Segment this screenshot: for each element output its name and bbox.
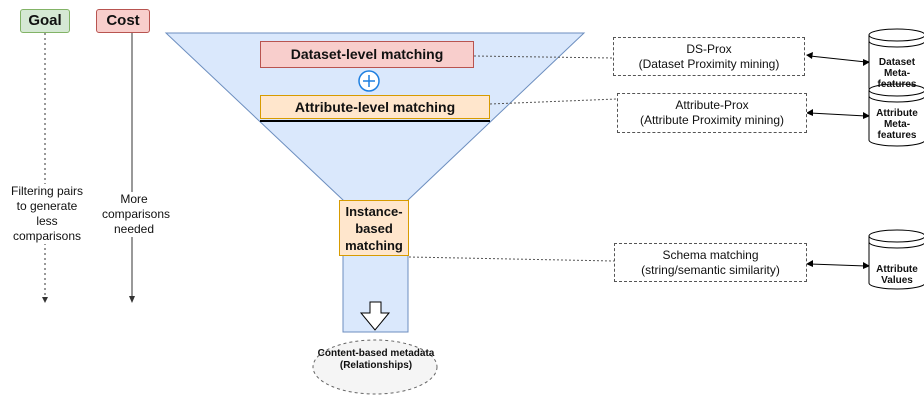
method-subtitle: (Attribute Proximity mining) [639, 113, 785, 127]
store-cylinder-2 [868, 83, 924, 147]
store-label-2: Attribute Meta-features [876, 108, 918, 141]
store-arrow-2 [806, 109, 870, 119]
method-box-attribute-prox: Attribute-Prox (Attribute Proximity mini… [617, 93, 807, 133]
instance-based-box: Instance-based matching [339, 200, 409, 256]
goal-description: Filtering pairs to generate less compari… [8, 184, 86, 244]
output-ellipse [312, 339, 438, 395]
method-subtitle: (string/semantic similarity) [641, 262, 780, 277]
method-title: Schema matching [662, 247, 759, 262]
store-label-3: Attribute Values [876, 264, 918, 286]
goal-header: Goal [20, 9, 70, 33]
method-box-ds-prox: DS-Prox (Dataset Proximity mining) [613, 37, 805, 76]
method-subtitle: (Dataset Proximity mining) [638, 56, 780, 71]
method-title: Attribute-Prox [675, 98, 749, 112]
dataset-level-box: Dataset-level matching [260, 41, 474, 68]
cost-header: Cost [96, 9, 150, 33]
method-box-schema-matching: Schema matching (string/semantic similar… [614, 243, 807, 282]
down-arrow [359, 301, 391, 331]
method-title: DS-Prox [686, 41, 732, 56]
store-label-1: Dataset Meta-features [877, 57, 917, 90]
store-arrow-1 [806, 52, 870, 66]
output-label: Content-based metadata (Relationships) [317, 348, 435, 371]
cost-description: More comparisons needed [102, 192, 171, 237]
attribute-level-box: Attribute-level matching [260, 95, 490, 119]
store-arrow-3 [806, 260, 870, 269]
store-cylinder-1 [868, 28, 924, 95]
